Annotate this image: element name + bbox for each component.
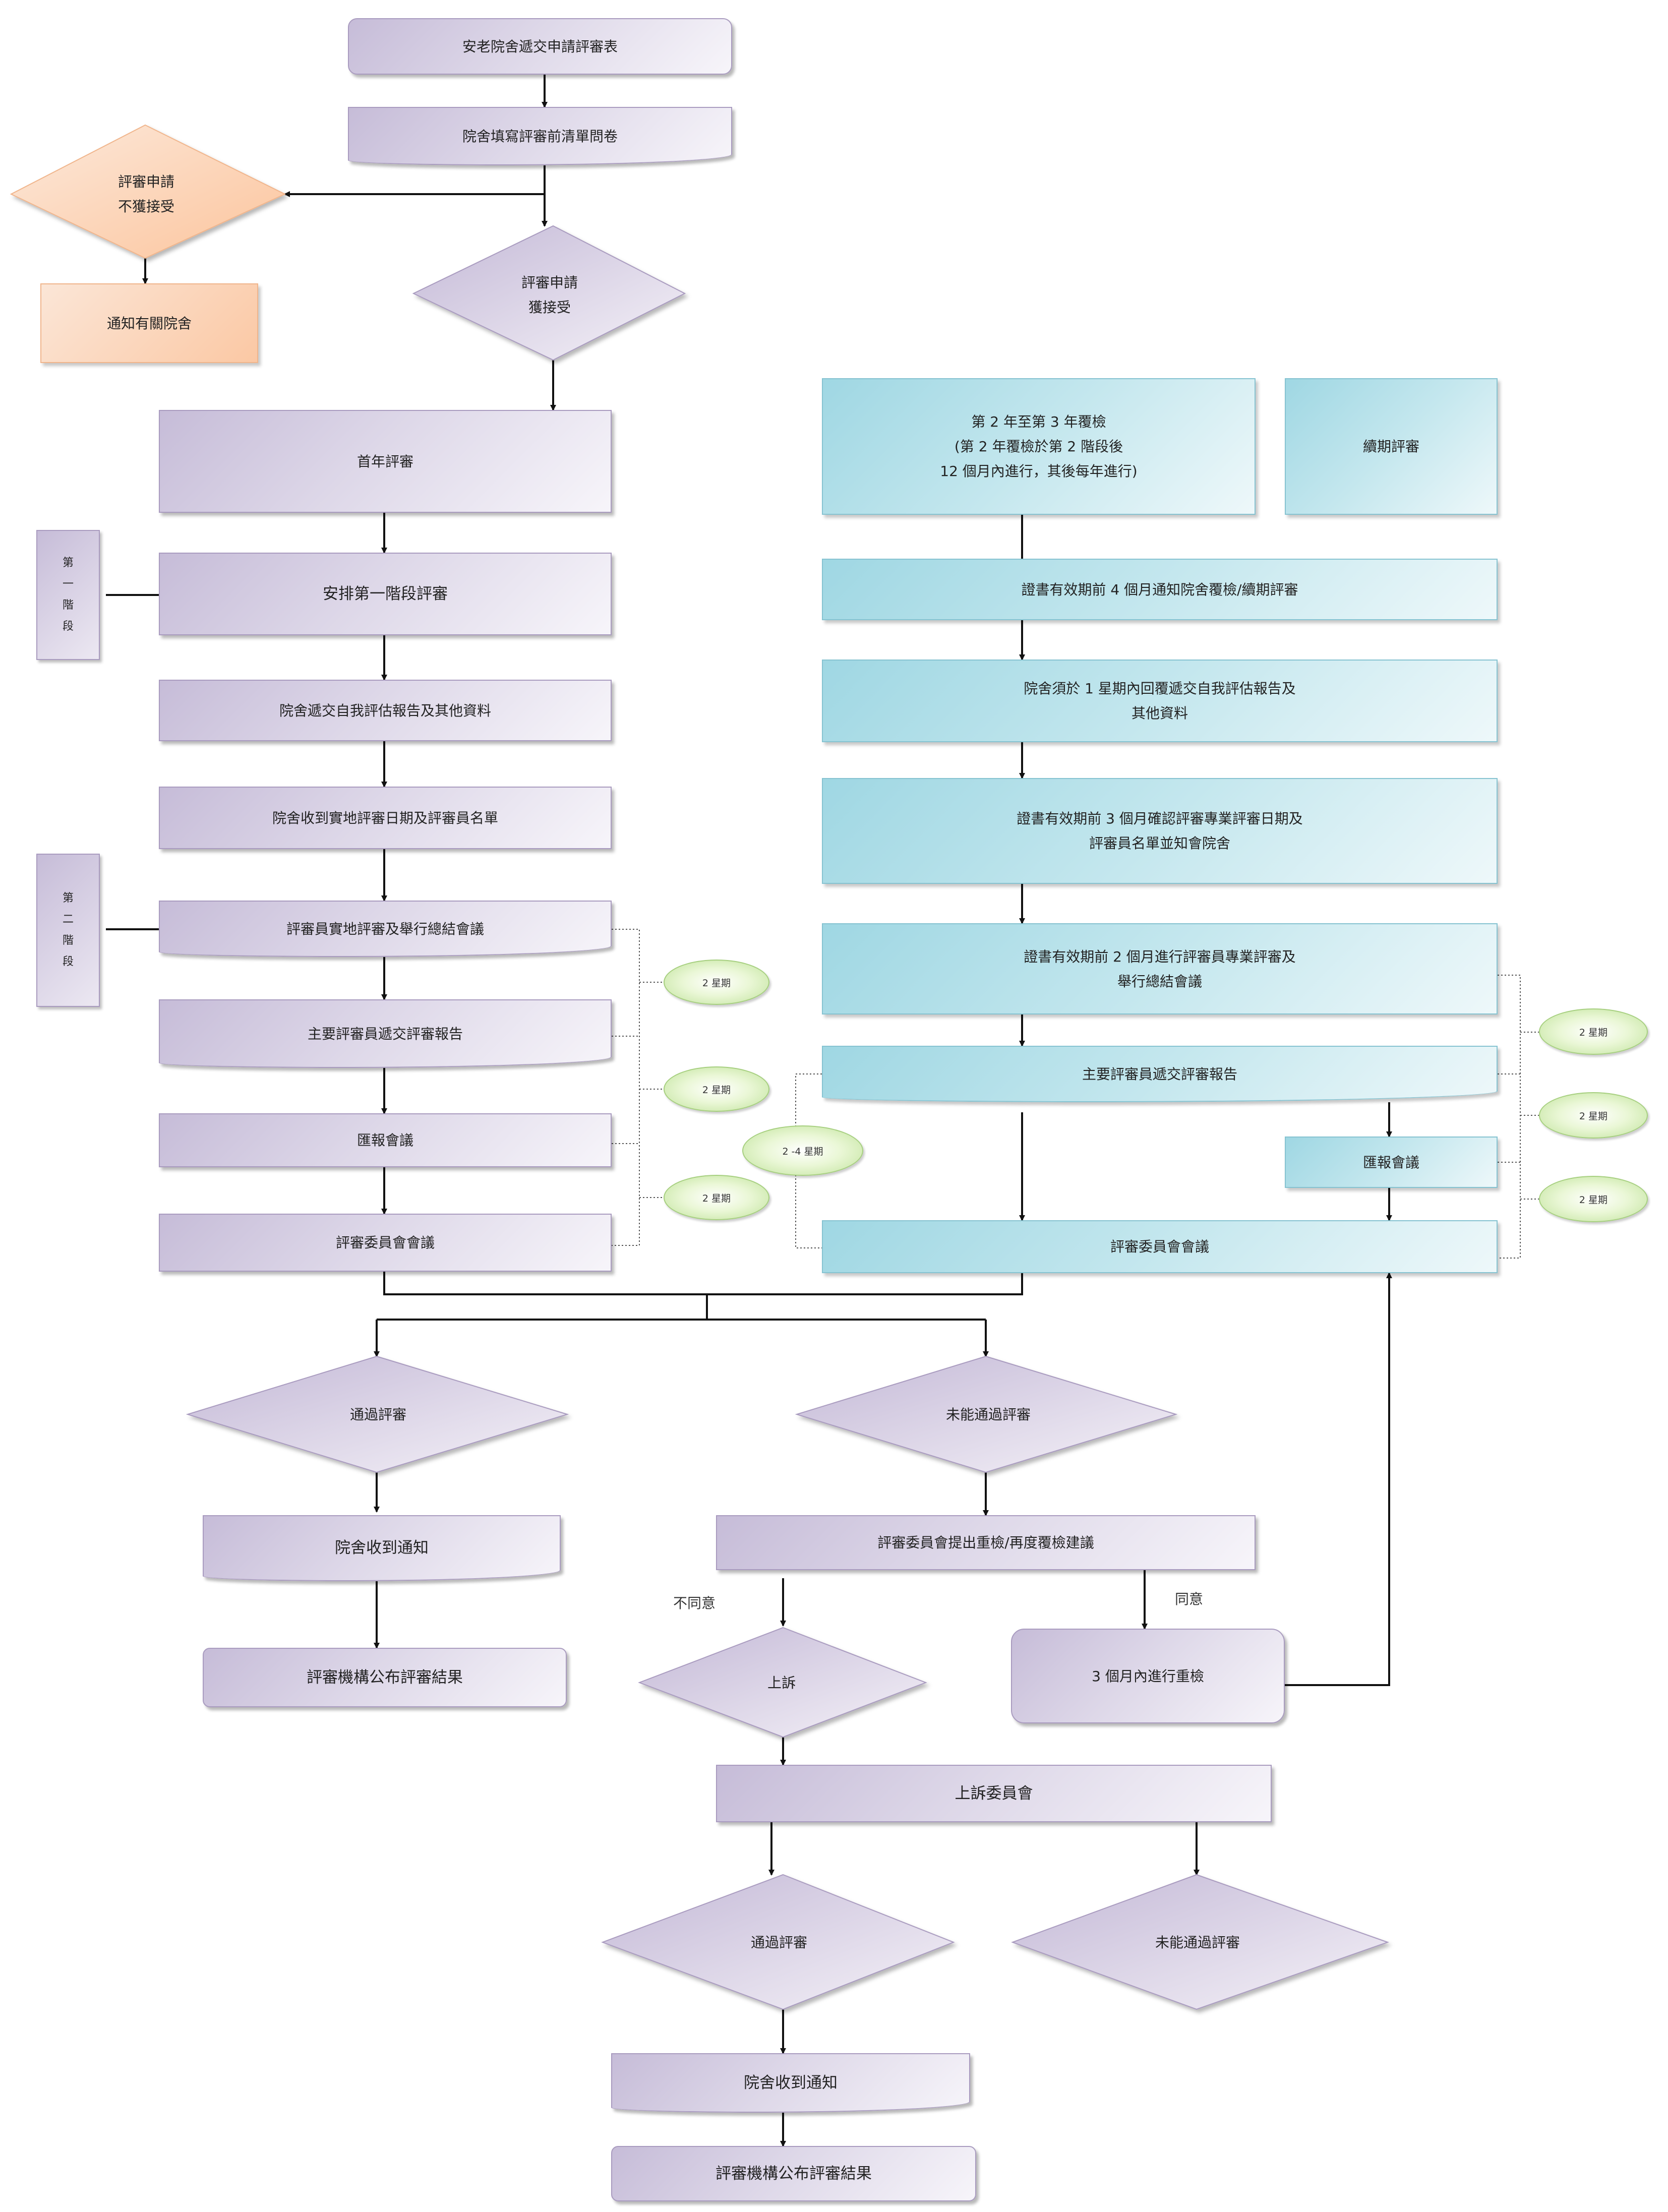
duration-pill-right-2: 2 星期 (1539, 1092, 1648, 1139)
r-main-report-box[interactable]: 主要評審員遞交評審報告 (822, 1046, 1498, 1102)
stage2-char-4: 段 (62, 955, 74, 968)
diamond-rejected (10, 124, 286, 259)
duration-pill-left-3: 2 星期 (664, 1175, 769, 1220)
diamond-appeal (638, 1627, 927, 1738)
questionnaire-box[interactable]: 院舍填寫評審前清單問卷 (348, 107, 732, 165)
diamond-pass (186, 1355, 569, 1473)
arrange-stage1-box[interactable]: 安排第一階段評審 (159, 553, 612, 635)
site-review-box[interactable]: 評審員實地評審及舉行總結會議 (159, 901, 612, 957)
duration-pill-left-1: 2 星期 (664, 960, 769, 1005)
main-report-box[interactable]: 主要評審員遞交評審報告 (159, 999, 612, 1068)
review-2m-box[interactable]: 證書有效期前 2 個月進行評審員專業評審及 舉行總結會議 (822, 923, 1498, 1014)
stage1-char-3: 階 (62, 599, 74, 612)
notify-4m-box[interactable]: 證書有效期前 4 個月通知院舍覆檢/續期評審 (822, 559, 1498, 620)
suggest-recheck-box[interactable]: 評審委員會提出重檢/再度覆檢建議 (716, 1515, 1256, 1570)
duration-pill-left-2: 2 星期 (664, 1066, 769, 1112)
r-committee-box[interactable]: 評審委員會會議 (822, 1220, 1498, 1273)
r-report-meeting-box[interactable]: 匯報會議 (1285, 1137, 1498, 1188)
renewal-box[interactable]: 續期評審 (1285, 378, 1498, 515)
report-meeting-box[interactable]: 匯報會議 (159, 1113, 612, 1167)
stage1-char-1: 第 (62, 557, 74, 570)
stage2-char-2: 二 (62, 913, 74, 926)
confirm-3m-box[interactable]: 證書有效期前 3 個月確認評審專業評審日期及 評審員名單並知會院舍 (822, 778, 1498, 884)
reply-1w-box[interactable]: 院舍須於 1 星期內回覆遞交自我評估報告及 其他資料 (822, 660, 1498, 742)
diamond-fail2 (1011, 1874, 1390, 2010)
receive-notice2-box[interactable]: 院舍收到通知 (611, 2053, 970, 2113)
committee-meeting-box[interactable]: 評審委員會會議 (159, 1214, 612, 1272)
recheck-3m-box[interactable]: 3 個月內進行重檢 (1011, 1629, 1285, 1723)
edge-label-agree: 同意 (1175, 1591, 1204, 1607)
duration-pill-right-1: 2 星期 (1539, 1008, 1648, 1055)
receive-dates-box[interactable]: 院舍收到實地評審日期及評審員名單 (159, 787, 612, 849)
duration-pill-right-3: 2 星期 (1539, 1176, 1648, 1222)
edge-label-disagree: 不同意 (673, 1595, 716, 1611)
appeal-committee-box[interactable]: 上訴委員會 (716, 1765, 1272, 1822)
stage2-char-3: 階 (62, 934, 74, 947)
receive-notice-box[interactable]: 院舍收到通知 (203, 1515, 561, 1581)
stage2-tab: 第 二 階 段 (36, 854, 100, 1007)
first-year-box[interactable]: 首年評審 (159, 410, 612, 513)
application-form-box[interactable]: 安老院舍遞交申請評審表 (348, 18, 732, 75)
diamond-pass2 (601, 1874, 955, 2010)
stage2-char-1: 第 (62, 892, 74, 905)
diamond-fail (795, 1355, 1178, 1473)
publish-results-box[interactable]: 評審機構公布評審結果 (203, 1648, 567, 1707)
notify-homes-box[interactable]: 通知有關院舍 (40, 283, 258, 363)
diamond-accepted (412, 225, 686, 361)
recheck-years-box[interactable]: 第 2 年至第 3 年覆檢 (第 2 年覆檢於第 2 階段後 12 個月內進行，… (822, 378, 1256, 515)
duration-pill-mid: 2 -4 星期 (742, 1125, 863, 1176)
publish-results2-box[interactable]: 評審機構公布評審結果 (611, 2146, 976, 2201)
stage1-tab: 第 一 階 段 (36, 530, 100, 660)
submit-self-eval-box[interactable]: 院舍遞交自我評估報告及其他資料 (159, 680, 612, 741)
stage1-char-4: 段 (62, 620, 74, 633)
stage1-char-2: 一 (62, 578, 74, 591)
